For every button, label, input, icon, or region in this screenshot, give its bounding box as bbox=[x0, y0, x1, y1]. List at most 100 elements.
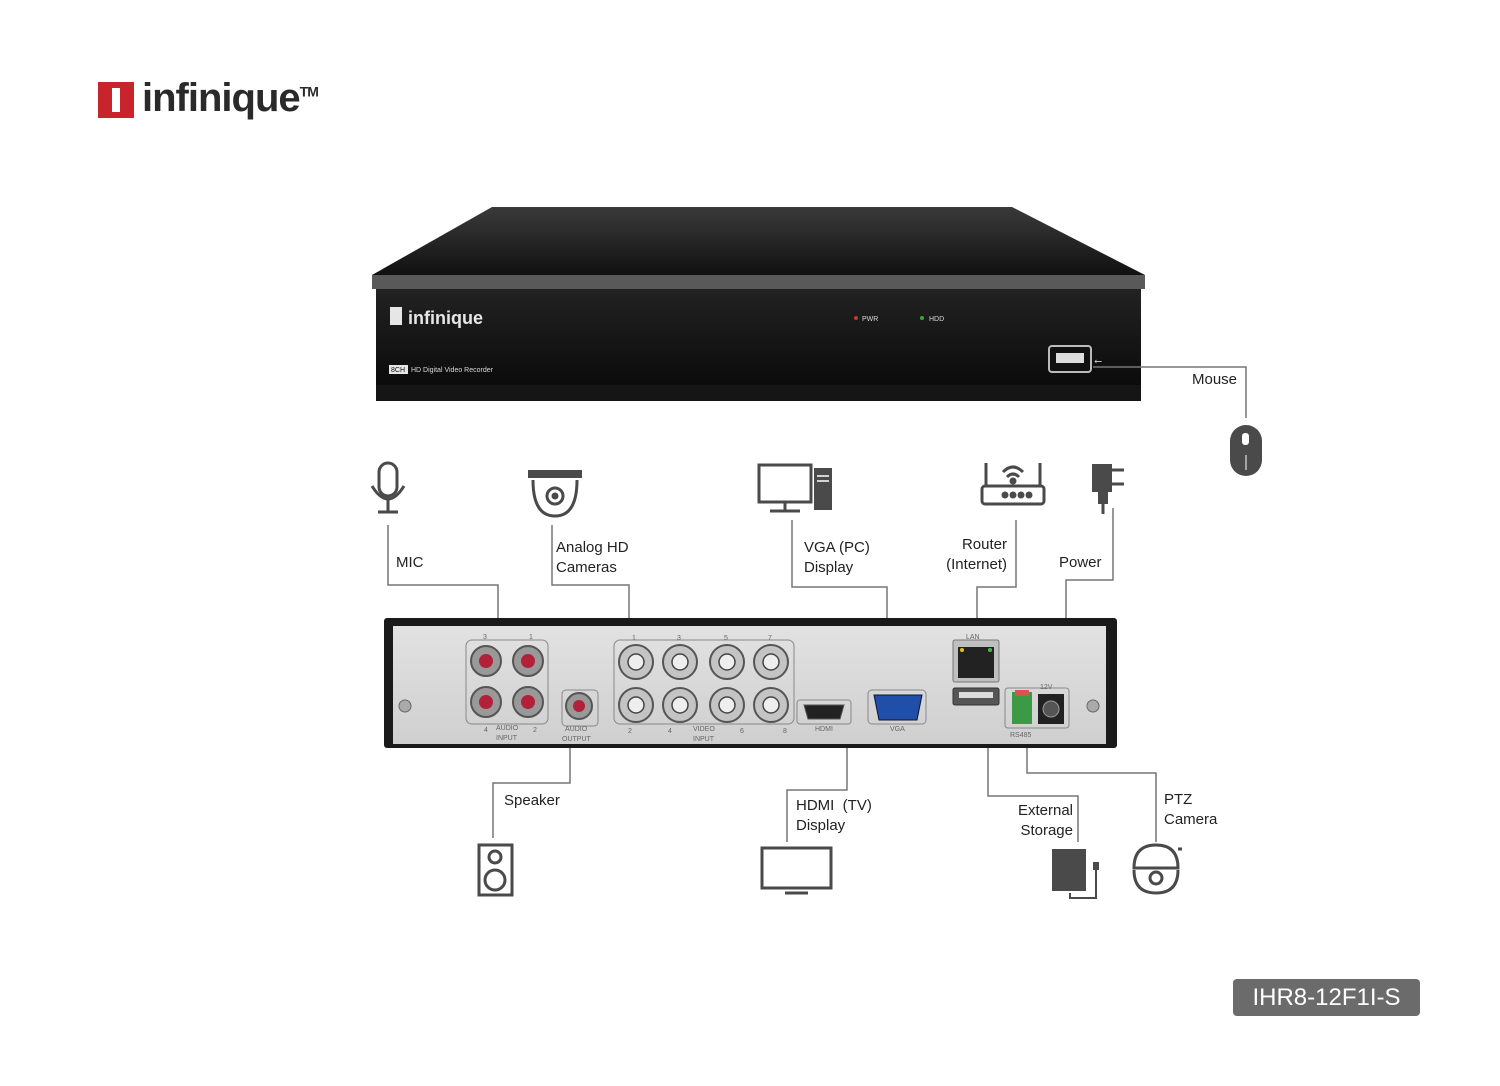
microphone-icon bbox=[370, 461, 406, 514]
power-adapter-icon bbox=[1092, 464, 1124, 514]
video-num-3: 3 bbox=[677, 635, 681, 642]
video-num-5: 5 bbox=[724, 635, 728, 642]
power-rating: 12V bbox=[1040, 684, 1053, 691]
brand-logo-mark bbox=[98, 82, 134, 118]
mouse-icon bbox=[1230, 425, 1262, 476]
hdmi-group bbox=[796, 699, 852, 725]
lan-port[interactable] bbox=[958, 647, 994, 678]
dvr-base bbox=[376, 385, 1141, 401]
rca-center bbox=[521, 695, 535, 709]
audio-input-label-1: AUDIO bbox=[496, 725, 519, 732]
front-usb-slot bbox=[1056, 353, 1084, 363]
video-num-8: 8 bbox=[783, 728, 787, 735]
video-input-label-2: INPUT bbox=[693, 736, 715, 743]
dome-camera-icon bbox=[528, 470, 582, 518]
brand-tm: TM bbox=[299, 83, 319, 100]
rs485-screws bbox=[1015, 690, 1029, 696]
audio-input-jacks bbox=[470, 645, 544, 718]
tv-icon bbox=[760, 846, 833, 895]
screw-right bbox=[1086, 699, 1100, 713]
pwr-led bbox=[854, 316, 858, 320]
speaker-icon bbox=[477, 843, 514, 897]
rs485-label: RS485 bbox=[1010, 732, 1032, 739]
hdmi-port[interactable] bbox=[803, 704, 845, 720]
label-external-storage: External Storage bbox=[1012, 801, 1073, 841]
lan-led-left bbox=[960, 648, 964, 652]
dvr-top bbox=[372, 207, 1145, 275]
rs485-power-group bbox=[1004, 687, 1070, 729]
channel-badge: 8CH bbox=[391, 367, 405, 374]
channel-badge-bg bbox=[389, 365, 408, 374]
label-vga-display: VGA (PC) Display bbox=[804, 538, 870, 578]
lan-led-right bbox=[988, 648, 992, 652]
video-input-group bbox=[613, 639, 795, 725]
video-num-4: 4 bbox=[668, 728, 672, 735]
audio-num-1: 1 bbox=[529, 634, 533, 641]
brand-logo: infiniqueTM bbox=[142, 76, 319, 121]
label-ptz-camera: PTZ Camera bbox=[1164, 790, 1217, 830]
label-line: (Internet) bbox=[946, 556, 1007, 573]
dvr-bezel bbox=[372, 275, 1145, 289]
lan-label: LAN bbox=[966, 634, 980, 641]
label-mic: MIC bbox=[396, 554, 424, 571]
label-line: Display bbox=[796, 817, 846, 834]
line-speaker bbox=[492, 722, 571, 838]
audio-output-label-2: OUTPUT bbox=[562, 736, 592, 743]
external-storage-icon bbox=[1052, 849, 1099, 899]
line-cameras bbox=[551, 525, 630, 640]
label-line: Display bbox=[804, 559, 854, 576]
label-mouse: Mouse bbox=[1192, 371, 1238, 388]
video-num-6: 6 bbox=[740, 728, 744, 735]
pwr-label: PWR bbox=[862, 316, 878, 323]
audio-input-group bbox=[465, 639, 549, 725]
audio-output-label-1: AUDIO bbox=[565, 726, 588, 733]
rear-usb-slot bbox=[959, 692, 993, 698]
front-caption: HD Digital Video Recorder bbox=[411, 367, 494, 374]
dvr-face bbox=[376, 289, 1141, 385]
label-speaker: Speaker bbox=[504, 792, 560, 809]
ptz-camera-icon bbox=[1132, 843, 1182, 895]
label-line: Cameras bbox=[556, 559, 617, 576]
bnc-centers bbox=[627, 653, 780, 714]
label-line: Analog HD bbox=[556, 539, 629, 556]
label-router: Router (Internet) bbox=[940, 535, 1007, 575]
audio-num-3: 3 bbox=[483, 634, 487, 641]
usb-icon: ⭠ bbox=[1094, 356, 1102, 367]
label-line: Storage bbox=[1020, 822, 1073, 839]
label-line: Camera bbox=[1164, 811, 1218, 828]
vga-port[interactable] bbox=[873, 694, 923, 721]
model-badge: IHR8-12F1I-S bbox=[1233, 979, 1420, 1016]
brand-name: infinique bbox=[142, 76, 301, 120]
audio-num-2: 2 bbox=[533, 727, 537, 734]
label-line: PTZ bbox=[1164, 791, 1193, 808]
line-mic bbox=[387, 525, 499, 640]
dc-jack bbox=[1042, 700, 1060, 718]
video-num-2: 2 bbox=[628, 728, 632, 735]
audio-input-label-2: INPUT bbox=[496, 735, 518, 742]
label-hdmi-display: HDMI (TV) Display bbox=[796, 796, 872, 836]
front-logo: infinique bbox=[408, 308, 483, 328]
line-storage bbox=[987, 704, 1079, 842]
rca-center bbox=[573, 700, 585, 712]
rca-center bbox=[479, 695, 493, 709]
label-analog-hd-cameras: Analog HD Cameras bbox=[556, 538, 629, 578]
vga-label: VGA bbox=[890, 726, 905, 733]
dvr-front-unit: infinique 8CH HD Digital Video Recorder … bbox=[372, 207, 1145, 401]
video-num-7: 7 bbox=[768, 635, 772, 642]
label-line: External bbox=[1017, 802, 1073, 819]
audio-output-group bbox=[561, 689, 599, 727]
hdd-led bbox=[920, 316, 924, 320]
video-num-1: 1 bbox=[632, 635, 636, 642]
line-hdmi bbox=[786, 722, 848, 842]
router-icon bbox=[980, 463, 1046, 506]
connector-lines bbox=[387, 366, 1247, 842]
rca-center bbox=[521, 654, 535, 668]
video-input-label-1: VIDEO bbox=[693, 726, 715, 733]
dvr-rear-panel: 3 1 4 2 AUDIO INPUT AUDIO OUTPUT 1 3 5 bbox=[384, 618, 1117, 748]
line-router bbox=[976, 520, 1017, 632]
video-input-jacks bbox=[618, 644, 789, 723]
rs485-terminal[interactable] bbox=[1012, 692, 1032, 724]
label-line: VGA (PC) bbox=[804, 539, 870, 556]
label-line: HDMI (TV) bbox=[796, 797, 872, 814]
